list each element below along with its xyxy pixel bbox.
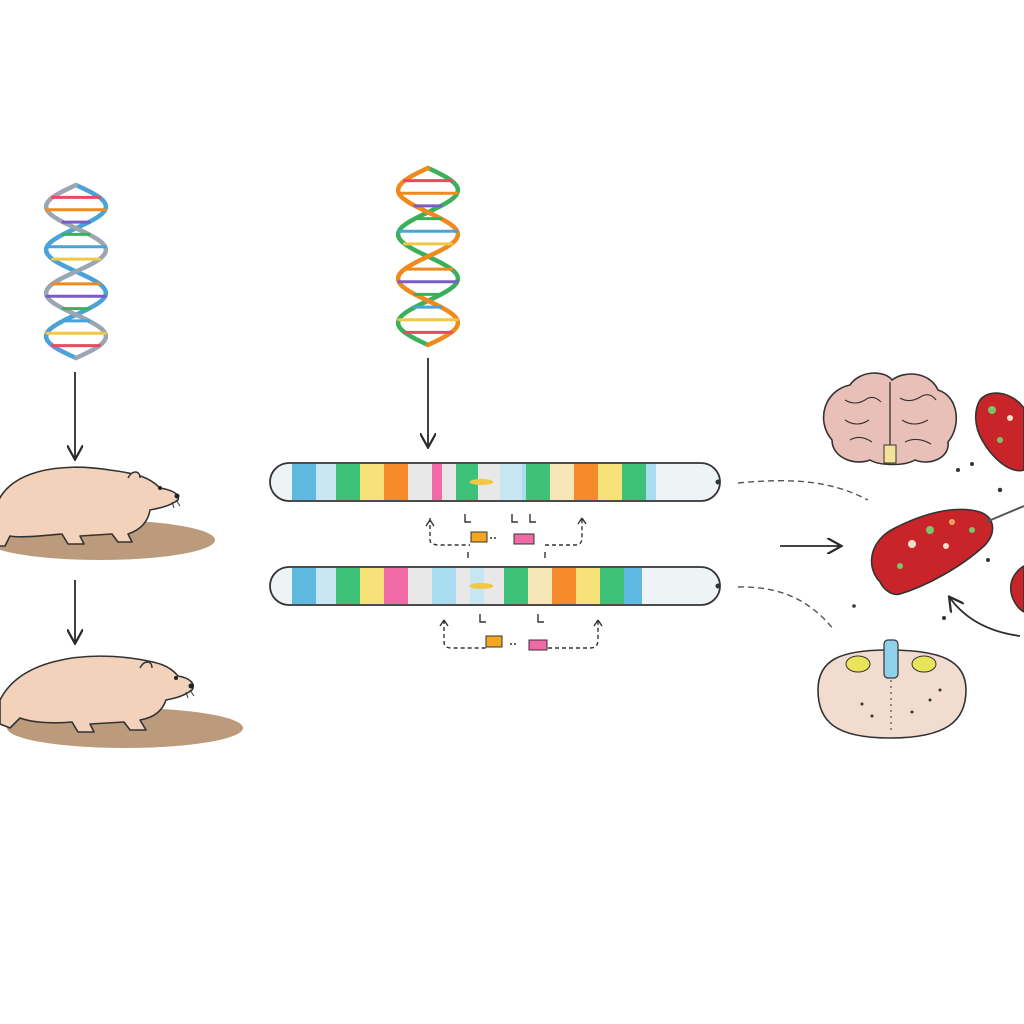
dna-strand	[395, 165, 461, 348]
centromere-marker	[469, 583, 494, 589]
chromosome-band	[576, 568, 600, 604]
chromosome-bottom-icon	[269, 566, 721, 606]
chromosome-end-dot	[715, 479, 721, 485]
chromosome-band	[600, 568, 624, 604]
chromosome-band	[336, 464, 360, 500]
chromosome-band	[552, 568, 576, 604]
chromosome-band	[360, 464, 384, 500]
mole-rat-bottom-icon	[0, 655, 243, 748]
chromosome-band	[408, 464, 432, 500]
regulatory-loop-top	[425, 514, 587, 558]
dna-helix-middle-icon	[395, 165, 461, 348]
chromosome-band	[316, 464, 336, 500]
chromosome-band	[522, 464, 526, 500]
chromosome-band	[456, 568, 470, 604]
chromosome-band	[384, 568, 408, 604]
chromosome-top-icon	[269, 462, 721, 502]
chromosome-band	[598, 464, 622, 500]
chromosome-band	[432, 568, 456, 604]
chromosome-band	[408, 568, 432, 604]
chromosome-band	[336, 568, 360, 604]
connector-chromosome-top	[737, 480, 869, 501]
chromosome-band	[526, 464, 550, 500]
chromosome-band	[574, 464, 598, 500]
chromosome-band	[316, 568, 336, 604]
mole-rat-top-icon	[0, 466, 215, 560]
chromosome-end-dot	[715, 583, 721, 589]
chromosome-band	[384, 464, 408, 500]
blood-cell-icon	[852, 392, 1024, 620]
spinal-cord-icon	[817, 639, 967, 739]
dna-strand	[43, 182, 109, 361]
chromosome-band	[624, 568, 642, 604]
dna-helix-left-icon	[43, 182, 109, 361]
regulatory-loop-bottom	[439, 614, 603, 651]
chromosome-band	[292, 568, 316, 604]
centromere-marker	[469, 479, 494, 485]
chromosome-band	[528, 568, 552, 604]
chromosome-band	[432, 464, 442, 500]
connector-chromosome-bottom	[737, 586, 835, 631]
chromosome-band	[442, 464, 456, 500]
chromosome-band	[550, 464, 574, 500]
chromosome-band	[622, 464, 646, 500]
chromosome-band	[456, 464, 478, 500]
chromosome-band	[360, 568, 384, 604]
chromosome-band	[292, 464, 316, 500]
arrow-curved-to-cell	[950, 598, 1021, 637]
brain-icon	[822, 372, 957, 466]
chromosome-band	[500, 464, 522, 500]
chromosome-band	[646, 464, 656, 500]
chromosome-band	[484, 568, 504, 604]
chromosome-band	[504, 568, 528, 604]
